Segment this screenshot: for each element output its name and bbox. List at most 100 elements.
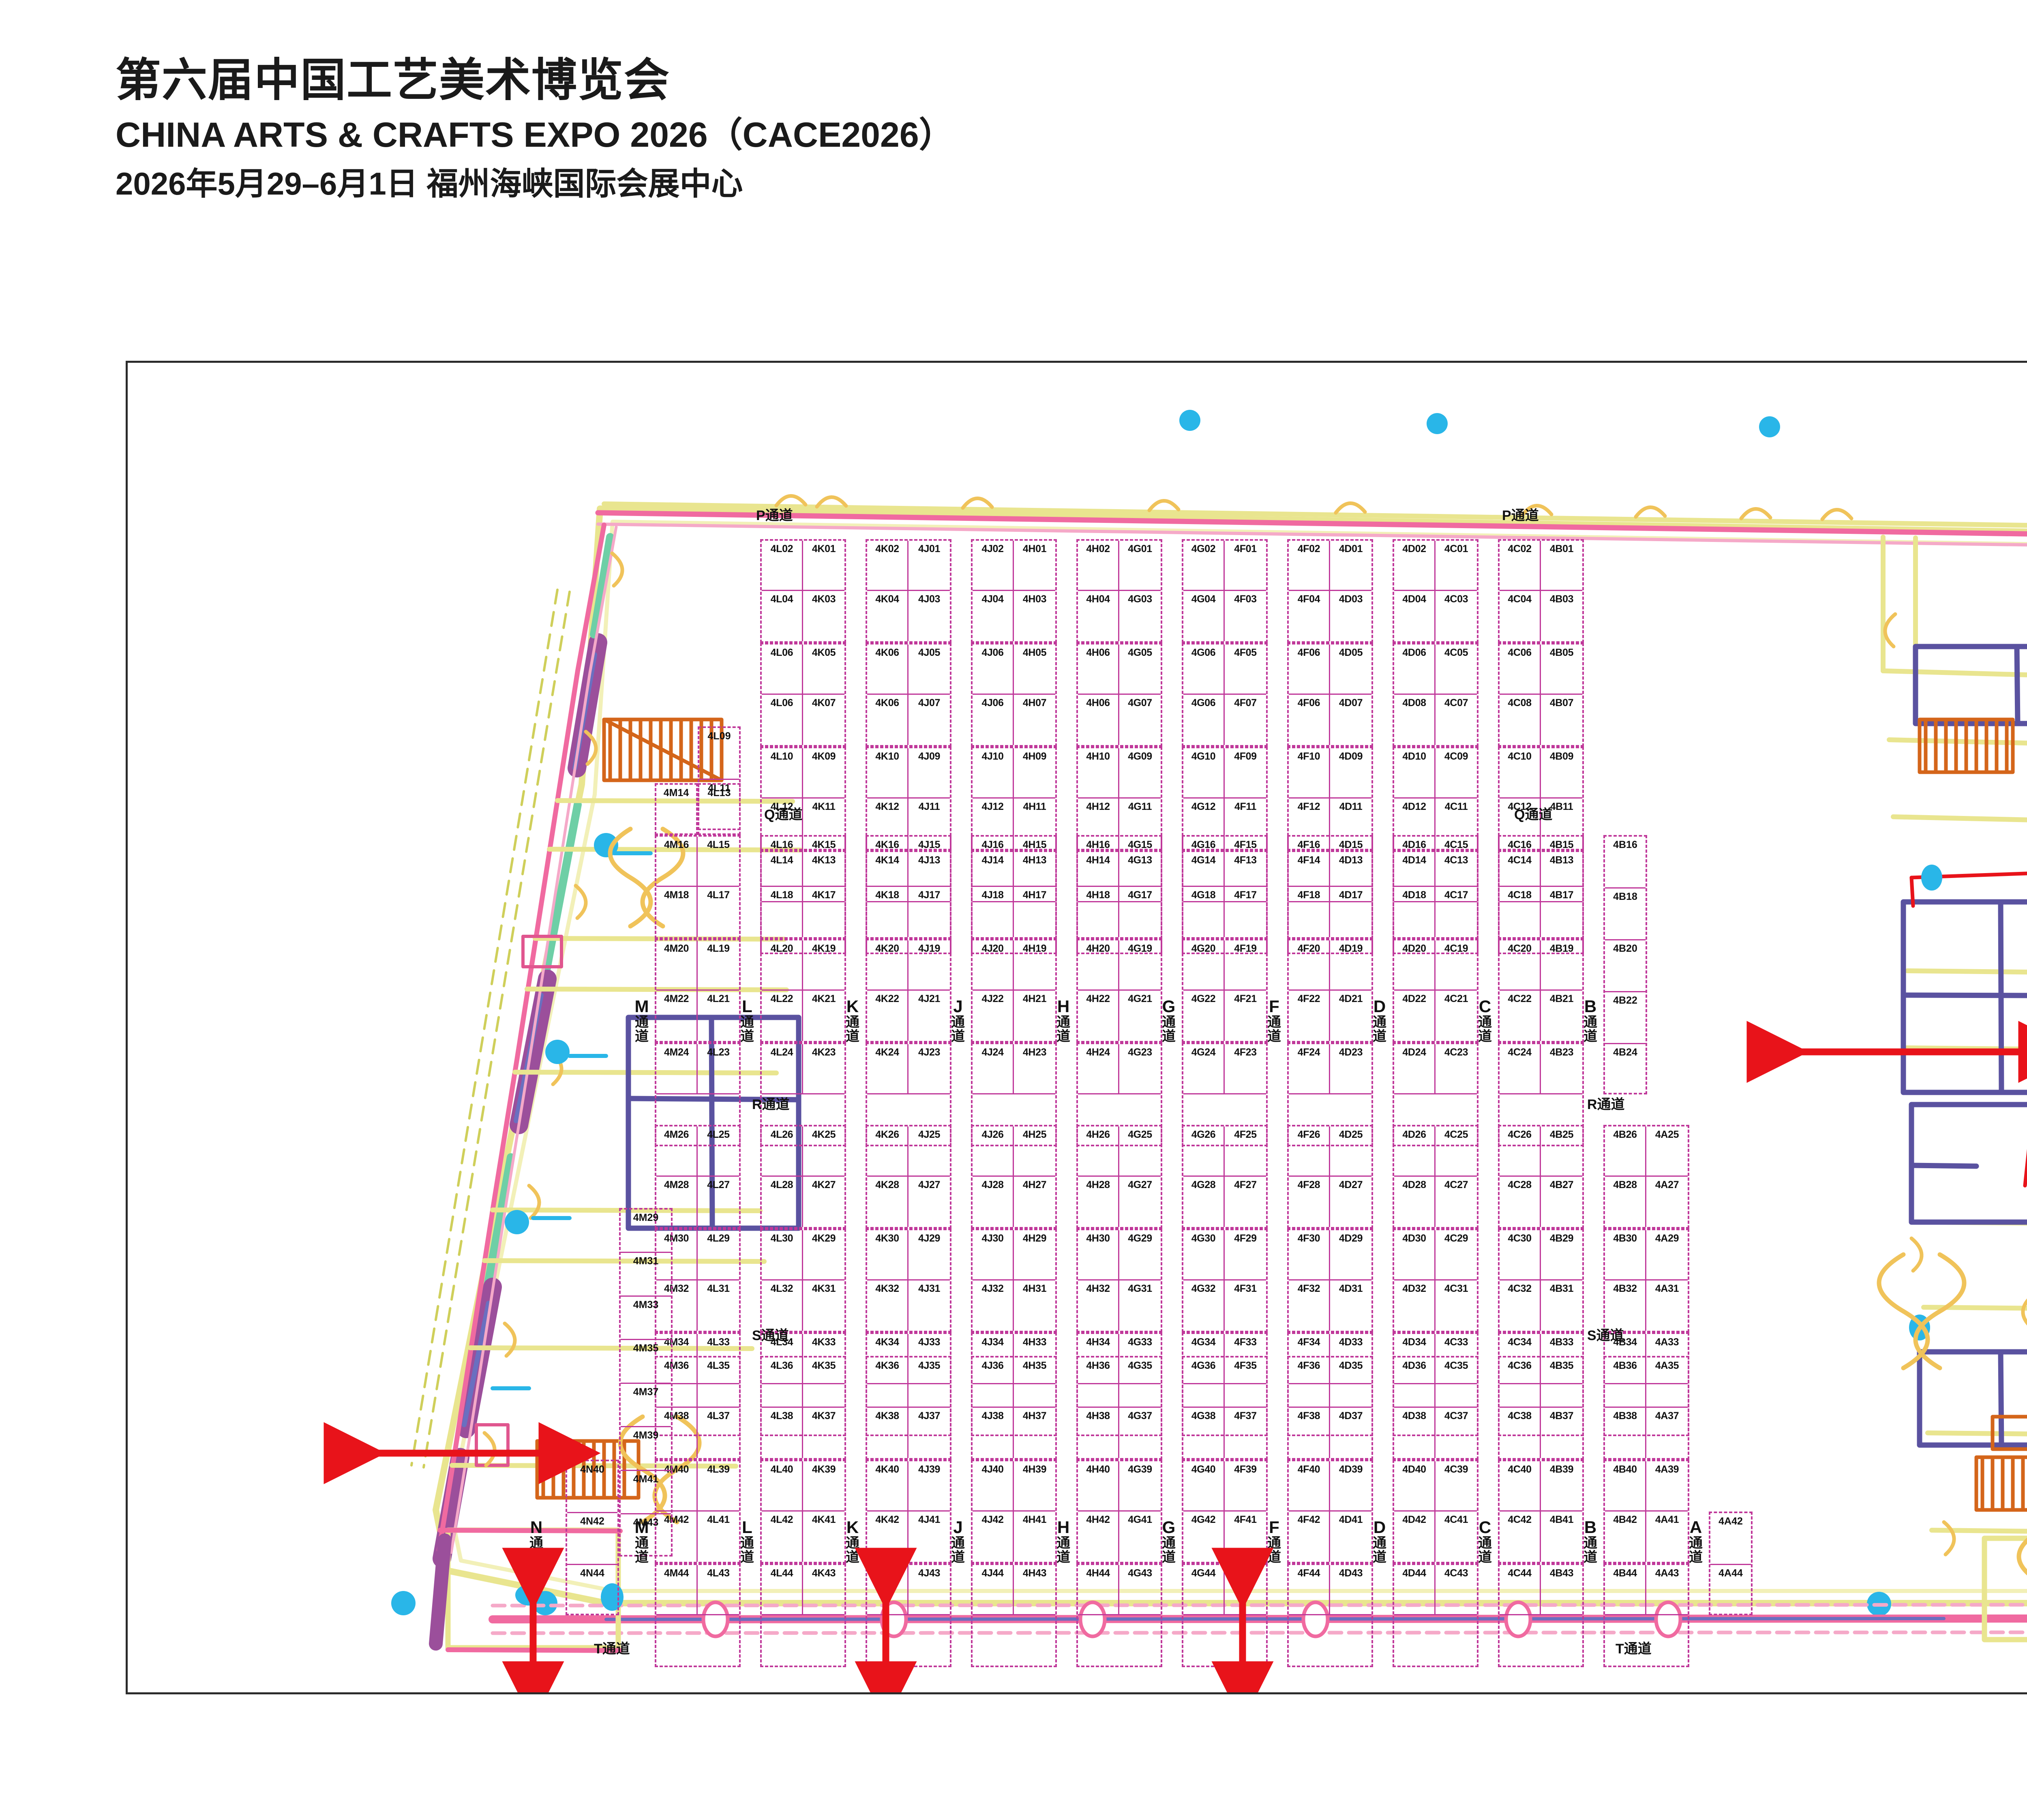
booth-cell[interactable]: 4L31 — [707, 1283, 730, 1294]
booth-cell[interactable]: 4K42 — [867, 1512, 909, 1562]
booth-cell[interactable]: 4J40 — [973, 1461, 1014, 1510]
booth-cell[interactable]: 4G33 — [1128, 1336, 1152, 1348]
booth-cell[interactable]: 4J32 — [973, 1280, 1014, 1331]
booth-cell[interactable]: 4C10 — [1500, 748, 1541, 797]
booth-cell[interactable]: 4B25 — [1549, 1129, 1574, 1140]
booth-cell[interactable]: 4H20 — [1078, 940, 1119, 989]
booth-cell[interactable]: 4G03 — [1128, 593, 1152, 605]
booth-cell[interactable]: 4B40 — [1605, 1461, 1646, 1510]
booth-cell[interactable]: 4D31 — [1339, 1283, 1363, 1294]
booth-cell[interactable]: 4C09 — [1444, 751, 1468, 762]
booth-cell[interactable]: 4J26 — [973, 1126, 1014, 1176]
booth-cell[interactable]: 4H17 — [1022, 889, 1047, 901]
booth-cell[interactable]: 4L21 — [707, 993, 730, 1004]
booth-cell[interactable]: 4B05 — [1549, 647, 1574, 658]
booth-cell[interactable]: 4F19 — [1234, 943, 1257, 954]
booth-cell[interactable]: 4L39 — [707, 1464, 730, 1475]
booth-cell[interactable]: 4G40 — [1183, 1461, 1225, 1510]
booth-cell[interactable]: 4F35 — [1234, 1360, 1257, 1371]
booth-cell[interactable]: 4H36 — [1078, 1358, 1119, 1407]
booth-cell[interactable]: 4H29 — [1022, 1233, 1047, 1244]
booth-cell[interactable]: 4H33 — [1022, 1336, 1047, 1348]
booth-cell[interactable]: 4L15 — [707, 839, 730, 850]
booth-cell[interactable]: 4G37 — [1128, 1410, 1152, 1422]
booth-cell[interactable]: 4G35 — [1128, 1360, 1152, 1371]
booth-cell[interactable]: 4M32 — [656, 1280, 698, 1331]
booth-cell[interactable]: 4F25 — [1234, 1129, 1257, 1140]
booth-cell[interactable]: 4F04 — [1289, 591, 1330, 641]
booth-cell[interactable]: 4D28 — [1394, 1177, 1436, 1227]
booth-cell[interactable]: 4D26 — [1394, 1126, 1436, 1176]
booth-cell[interactable]: 4J03 — [918, 593, 940, 605]
booth-cell[interactable]: 4C03 — [1444, 593, 1468, 605]
booth-pair[interactable]: 4H36 4G35 4H38 4G37 — [1076, 1356, 1162, 1460]
booth-cell[interactable]: 4F29 — [1234, 1233, 1257, 1244]
booth-cell[interactable]: 4H07 — [1022, 697, 1047, 709]
booth-cell[interactable]: 4B38 — [1605, 1408, 1646, 1458]
booth-cell[interactable]: 4H35 — [1022, 1360, 1047, 1371]
booth-cell[interactable]: 4G42 — [1183, 1512, 1225, 1562]
booth-cell[interactable]: 4J22 — [973, 991, 1014, 1041]
booth-cell[interactable]: 4D43 — [1339, 1567, 1363, 1579]
booth-cell[interactable]: 4G36 — [1183, 1358, 1225, 1407]
booth-cell[interactable]: 4F40 — [1289, 1461, 1330, 1510]
booth-cell[interactable]: 4C07 — [1444, 697, 1468, 709]
booth-cell[interactable]: 4L28 — [762, 1177, 803, 1227]
booth-cell[interactable]: 4H27 — [1022, 1179, 1047, 1190]
booth-cell[interactable]: 4C37 — [1444, 1410, 1468, 1422]
booth-cell[interactable]: 4J33 — [918, 1336, 940, 1348]
booth-cell[interactable]: 4D18 — [1394, 887, 1436, 937]
booth-cell[interactable]: 4B44 — [1605, 1565, 1646, 1614]
booth-cell[interactable]: 4M18 — [656, 887, 698, 937]
booth-cell[interactable]: 4D05 — [1339, 647, 1363, 658]
booth-cell[interactable]: 4K21 — [812, 993, 836, 1004]
booth-cell[interactable]: 4K11 — [812, 801, 836, 812]
booth-cell[interactable]: 4K01 — [812, 543, 836, 555]
booth-cell[interactable]: 4D15 — [1339, 839, 1363, 850]
booth-cell[interactable]: 4M33 — [621, 1297, 671, 1340]
booth-cell[interactable]: 4H38 — [1078, 1408, 1119, 1458]
booth-cell[interactable]: 4C22 — [1500, 991, 1541, 1041]
booth-cell[interactable]: 4D37 — [1339, 1410, 1363, 1422]
booth-cell[interactable]: 4C35 — [1444, 1360, 1468, 1371]
booth-cell[interactable]: 4L44 — [762, 1565, 803, 1614]
booth-cell[interactable]: 4B35 — [1549, 1360, 1574, 1371]
booth-cell[interactable]: 4G04 — [1183, 591, 1225, 641]
booth-cell[interactable]: 4B11 — [1550, 801, 1573, 812]
booth-cell[interactable]: 4K36 — [867, 1358, 909, 1407]
booth-cell[interactable]: 4B16 — [1605, 837, 1646, 889]
booth-cell[interactable]: 4F07 — [1234, 697, 1257, 709]
booth-cell[interactable]: 4D03 — [1339, 593, 1363, 605]
booth-cell[interactable]: 4M14 — [663, 787, 689, 799]
booth-cell[interactable]: 4L06 — [762, 644, 803, 694]
booth-cell[interactable]: 4M40 — [656, 1461, 698, 1510]
booth-cell[interactable]: 4K04 — [867, 591, 909, 641]
booth-cell[interactable]: 4B26 — [1605, 1126, 1646, 1176]
booth-cell[interactable]: 4J11 — [918, 801, 940, 812]
booth-cell[interactable]: 4B33 — [1549, 1336, 1574, 1348]
booth-cell[interactable]: 4D13 — [1339, 854, 1363, 866]
